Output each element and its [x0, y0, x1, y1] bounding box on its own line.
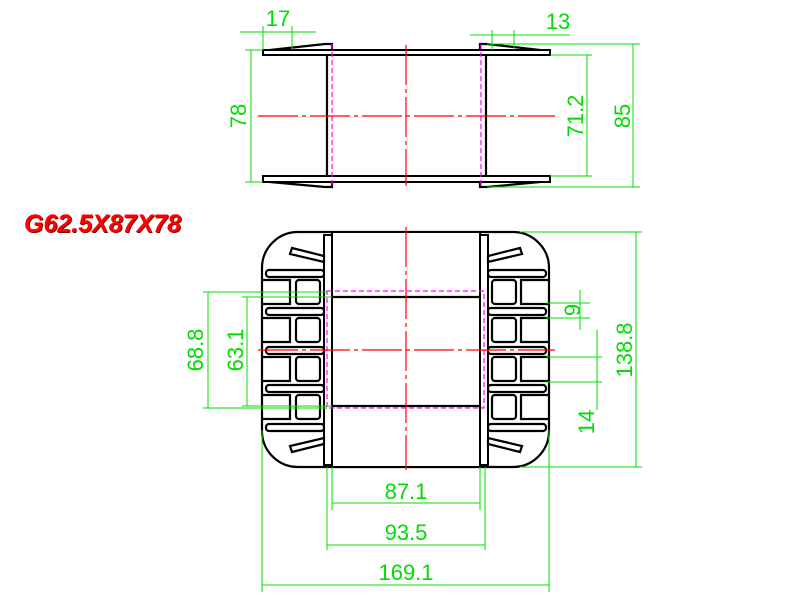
dim-93-5: 93.5 [385, 520, 428, 545]
dim-68-8: 68.8 [183, 329, 208, 372]
dim-17: 17 [266, 6, 290, 31]
dim-14: 14 [574, 410, 599, 434]
dim-138-8: 138.8 [612, 322, 637, 377]
dim-78: 78 [226, 104, 251, 128]
dim-71-2: 71.2 [563, 95, 588, 138]
dim-169-1: 169.1 [378, 560, 433, 585]
front-view: 68.8 63.1 9 14 138.8 87.1 93.5 169.1 [183, 227, 642, 592]
dim-63-1: 63.1 [223, 329, 248, 372]
dim-13: 13 [546, 9, 570, 34]
dim-87-1: 87.1 [385, 479, 428, 504]
top-view: 17 13 78 71.2 85 [226, 6, 640, 189]
dim-9: 9 [560, 304, 585, 316]
part-title: G62.5X87X78 [24, 210, 182, 238]
dim-85: 85 [610, 104, 635, 128]
